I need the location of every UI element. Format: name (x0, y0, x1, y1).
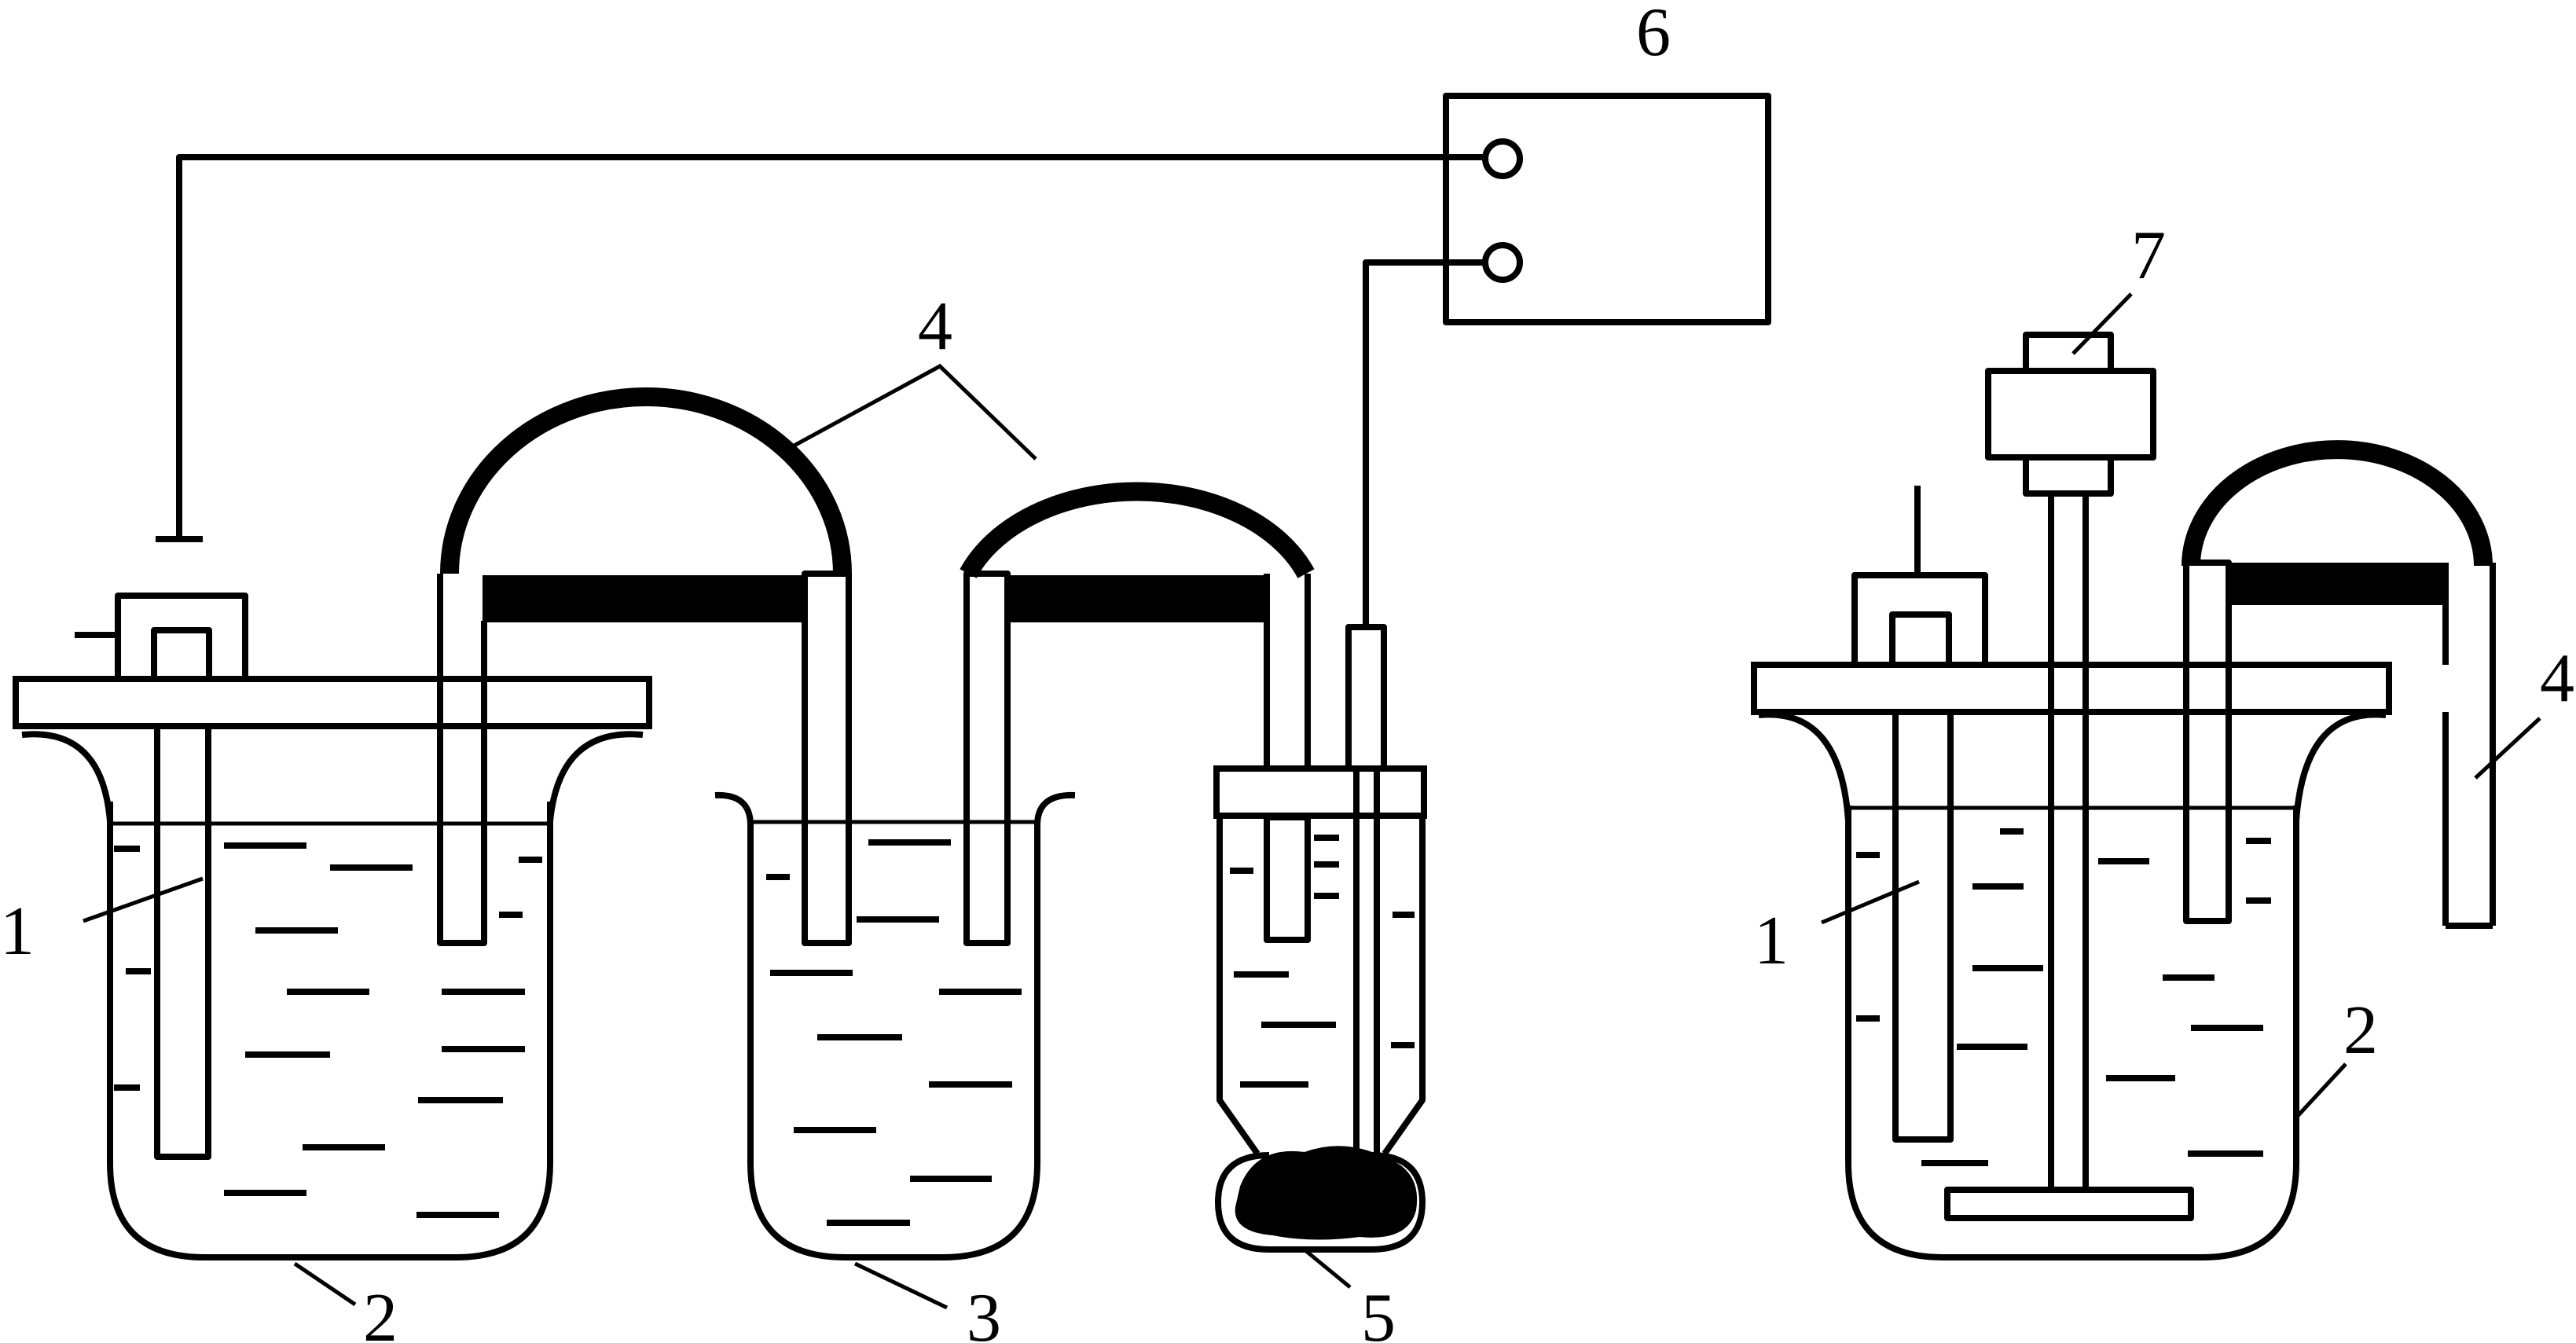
label-stirrer-7: 7 (2131, 218, 2166, 294)
salt-bridge-1 (437, 387, 852, 946)
label-right-bridge-4: 4 (2540, 640, 2574, 717)
left-leader-lines (83, 363, 1352, 1310)
label-bridges-4: 4 (918, 288, 952, 365)
meter-box (1443, 93, 1771, 325)
right-leader-lines (1821, 292, 2541, 1119)
beaker-middle (714, 791, 1076, 1260)
beaker-right (1751, 332, 2496, 1260)
salt-bridge-2 (960, 482, 1315, 946)
label-vessel-3: 3 (967, 1280, 1001, 1343)
label-meter-6: 6 (1636, 0, 1671, 71)
wires (156, 154, 1485, 629)
label-sample-5: 5 (1361, 1280, 1396, 1343)
sample-tube (1213, 624, 1427, 1253)
beaker-left (13, 593, 652, 1260)
label-right-part-1: 1 (1754, 903, 1789, 979)
label-right-part-2: 2 (2343, 993, 2378, 1069)
label-vessel-2: 2 (363, 1280, 398, 1343)
label-vessel-1: 1 (0, 893, 35, 970)
